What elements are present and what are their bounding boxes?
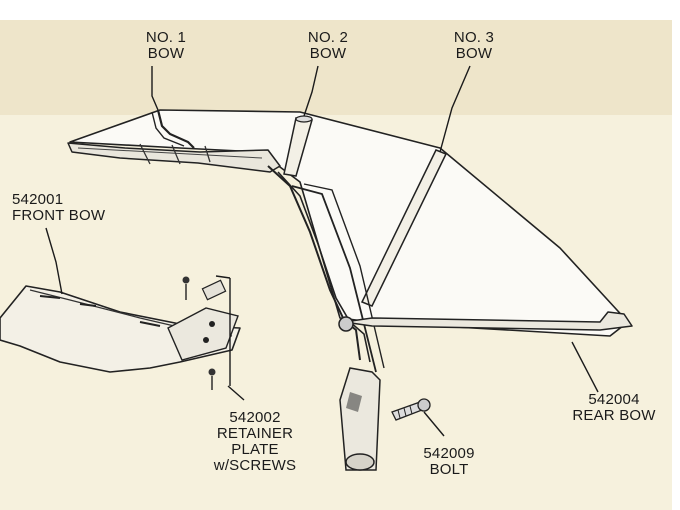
no3-bow (360, 149, 448, 307)
screw-bottom (208, 368, 216, 390)
no3-bow-label: NO. 3 BOW (446, 30, 502, 62)
top-white-margin (0, 0, 680, 20)
rear-bow (343, 311, 633, 331)
rear-bow-label: 542004 REAR BOW (558, 392, 670, 424)
bolt-name: BOLT (429, 461, 469, 478)
no2-bow-label: NO. 2 BOW (300, 30, 356, 62)
front-bow-name: FRONT BOW (12, 207, 106, 224)
rear-bow-name: REAR BOW (572, 407, 656, 424)
bolt-part (391, 398, 431, 421)
retainer-line3: PLATE (231, 441, 279, 458)
pivot-tube-end (345, 453, 375, 471)
retainer-part-number: 542002 (229, 409, 281, 426)
no1-bow (156, 109, 195, 149)
retainer-line4: w/SCREWS (213, 457, 297, 474)
rear-bow-part-number: 542004 (588, 391, 640, 408)
front-bow-label: 542001 FRONT BOW (12, 192, 105, 224)
no3-bow-label-line2: BOW (455, 45, 493, 62)
no1-bow-label-line2: BOW (147, 45, 185, 62)
screw-top (182, 276, 190, 300)
right-white-margin (672, 0, 680, 510)
bolt-part-number: 542009 (423, 445, 475, 462)
no1-bow-label-line1: NO. 1 (145, 29, 187, 46)
callout-lines (45, 65, 599, 437)
no2-bow-label-line1: NO. 2 (307, 29, 349, 46)
retainer-plate-label: 542002 RETAINER PLATE w/SCREWS (200, 410, 310, 474)
retainer-plate-part (167, 307, 239, 361)
retainer-line2: RETAINER (216, 425, 294, 442)
front-bow-part-number: 542001 (12, 191, 64, 208)
no2-bow-label-line2: BOW (309, 45, 347, 62)
no1-bow-label: NO. 1 BOW (138, 30, 194, 62)
top-textured-band (0, 20, 680, 115)
retainer-small-plate (201, 279, 227, 301)
bolt-label: 542009 BOLT (414, 446, 484, 478)
no3-bow-label-line1: NO. 3 (453, 29, 495, 46)
